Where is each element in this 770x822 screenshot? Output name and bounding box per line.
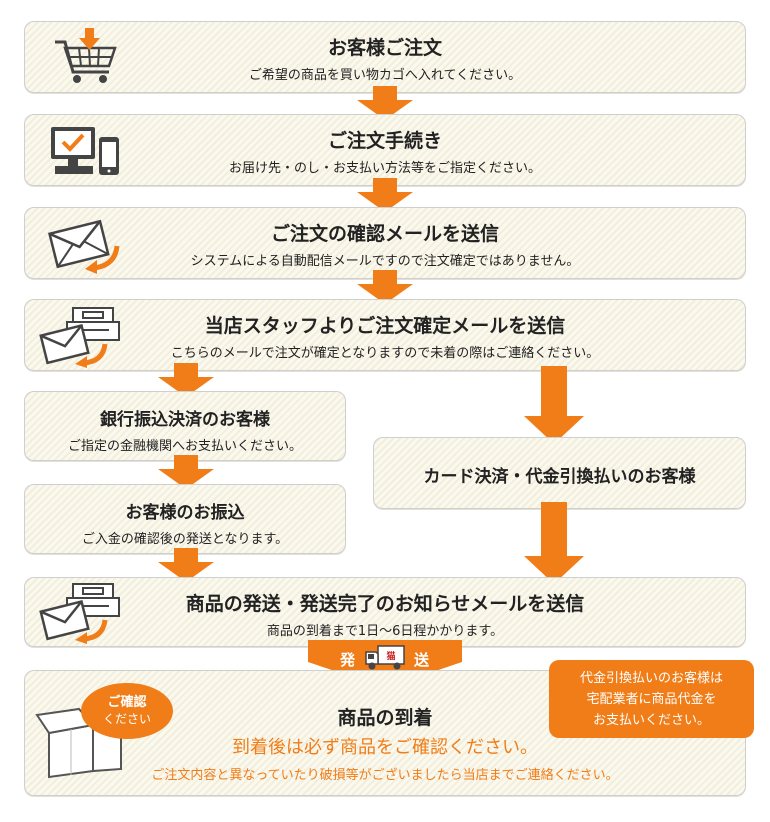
bank-subtitle: ご指定の金融機関へお支払いください。 <box>67 439 302 454</box>
down-arrow <box>158 455 214 489</box>
envelope-icon <box>47 216 125 278</box>
cart-icon <box>51 28 123 92</box>
down-arrow-long <box>524 366 584 444</box>
step-subtitle: システムによる自動配信メールですので注文確定ではありません。 <box>190 254 580 269</box>
confirm-bubble: ご確認 ください <box>81 683 173 739</box>
step-title: 当店スタッフよりご注文確定メールを送信 <box>204 315 566 337</box>
cod-note: 代金引換払いのお客様は 宅配業者に商品代金を お支払いください。 <box>549 660 754 738</box>
cod-note-line1: 代金引換払いのお客様は <box>579 671 723 686</box>
step-title: ご注文手続き <box>327 130 442 152</box>
truck-label-left: 発 <box>340 651 356 669</box>
arrival-title: 商品の到着 <box>337 707 433 729</box>
envelope-printer-icon <box>39 306 129 372</box>
down-arrow <box>357 270 413 304</box>
step-procedure: ご注文手続き お届け先・のし・お支払い方法等をご指定ください。 <box>24 114 746 186</box>
customer-transfer: お客様のお振込 ご入金の確認後の発送となります。 <box>24 484 346 554</box>
step-order-confirmed-mail: 当店スタッフよりご注文確定メールを送信 こちらのメールで注文が確定となりますので… <box>24 299 746 371</box>
down-arrow-long <box>524 502 584 584</box>
bubble-line2: ください <box>102 712 151 726</box>
step-subtitle: お届け先・のし・お支払い方法等をご指定ください。 <box>228 161 541 176</box>
card-cod-customer: カード決済・代金引換払いのお客様 <box>373 437 746 509</box>
cod-note-line3: お支払いください。 <box>592 713 710 728</box>
arrival-note: ご注文内容と異なっていたり破損等がございましたら当店までご連絡ください。 <box>151 768 619 783</box>
transfer-title: お客様のお振込 <box>125 503 245 523</box>
truck-sign: 猫 <box>386 650 395 662</box>
card-title: カード決済・代金引換払いのお客様 <box>423 467 696 487</box>
bank-transfer-customer: 銀行振込決済のお客様 ご指定の金融機関へお支払いください。 <box>24 391 346 461</box>
computer-phone-icon <box>49 121 129 187</box>
arrival-emphasis: 到着後は必ず商品をご確認ください。 <box>232 737 538 758</box>
step-confirmation-mail: ご注文の確認メールを送信 システムによる自動配信メールですので注文確定ではありま… <box>24 207 746 279</box>
truck-label-right: 送 <box>414 651 430 669</box>
step-title: ご注文の確認メールを送信 <box>270 223 499 245</box>
shipping-subtitle: 商品の到着まで1日〜6日程かかります。 <box>266 624 504 639</box>
truck-icon: 猫 <box>364 644 406 676</box>
cod-note-line2: 宅配業者に商品代金を <box>586 692 717 707</box>
step-subtitle: ご希望の商品を買い物カゴへ入れてください。 <box>248 68 522 83</box>
step-title: お客様ご注文 <box>327 37 442 59</box>
step-order: お客様ご注文 ご希望の商品を買い物カゴへ入れてください。 <box>24 21 746 93</box>
step-subtitle: こちらのメールで注文が確定となりますので未着の際はご連絡ください。 <box>170 346 600 361</box>
shipping-title: 商品の発送・発送完了のお知らせメールを送信 <box>185 593 585 615</box>
bubble-line1: ご確認 <box>107 695 147 710</box>
transfer-subtitle: ご入金の確認後の発送となります。 <box>81 532 289 547</box>
down-arrow <box>357 178 413 212</box>
envelope-printer-icon <box>39 582 129 648</box>
bank-title: 銀行振込決済のお客様 <box>100 410 270 430</box>
step-shipping-mail: 商品の発送・発送完了のお知らせメールを送信 商品の到着まで1日〜6日程かかります… <box>24 577 746 647</box>
down-arrow <box>158 548 214 582</box>
shipping-arrow: 発 猫 送 <box>308 640 462 688</box>
down-arrow <box>158 363 214 397</box>
down-arrow <box>357 86 413 120</box>
